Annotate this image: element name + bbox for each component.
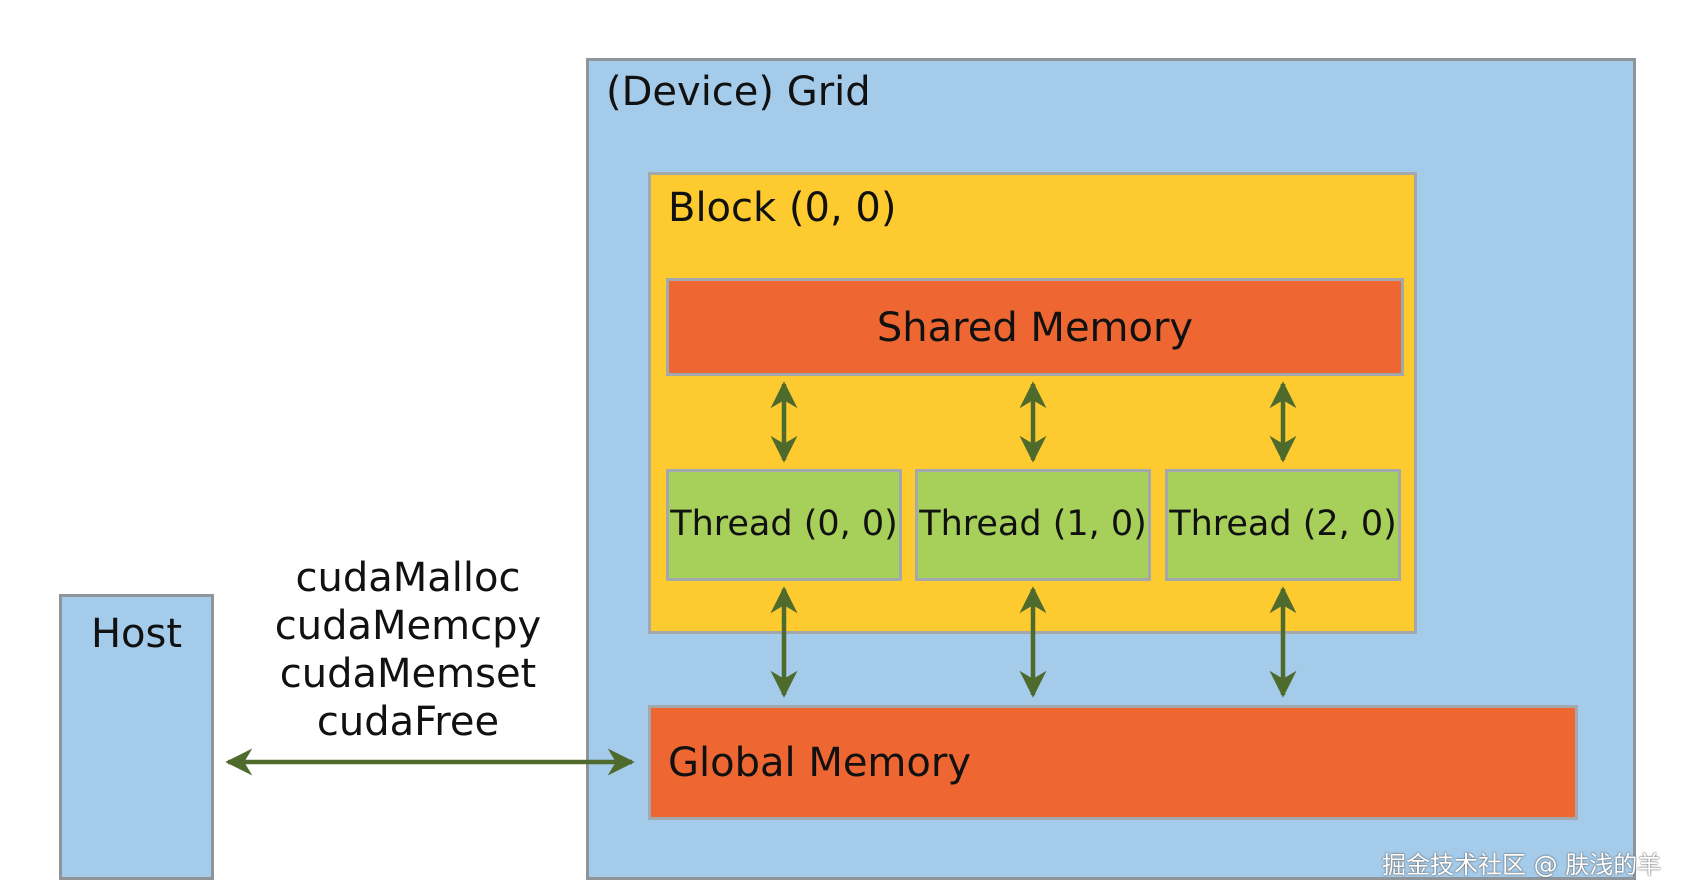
- block-title: Block (0, 0): [668, 185, 897, 231]
- api-call-malloc: cudaMalloc: [295, 555, 521, 601]
- thread-2-0: Thread (2, 0): [1165, 469, 1401, 581]
- api-call-memcpy: cudaMemcpy: [274, 603, 542, 649]
- global-memory: Global Memory: [648, 705, 1578, 820]
- api-call-memset: cudaMemset: [279, 651, 537, 697]
- api-call-list: cudaMalloc cudaMemcpy cudaMemset cudaFre…: [258, 554, 558, 746]
- shared-memory: Shared Memory: [666, 278, 1404, 376]
- global-memory-label: Global Memory: [668, 740, 971, 786]
- watermark: 掘金技术社区 @ 肤浅的羊: [1382, 851, 1662, 879]
- thread-label: Thread (1, 0): [919, 504, 1147, 544]
- grid-title: (Device) Grid: [606, 69, 871, 115]
- shared-memory-label: Shared Memory: [876, 305, 1194, 351]
- thread-label: Thread (2, 0): [1169, 504, 1397, 544]
- host-box: Host: [59, 594, 214, 880]
- thread-label: Thread (0, 0): [670, 504, 898, 544]
- host-label: Host: [90, 611, 183, 657]
- thread-0-0: Thread (0, 0): [666, 469, 902, 581]
- thread-1-0: Thread (1, 0): [915, 469, 1151, 581]
- api-call-free: cudaFree: [316, 699, 500, 745]
